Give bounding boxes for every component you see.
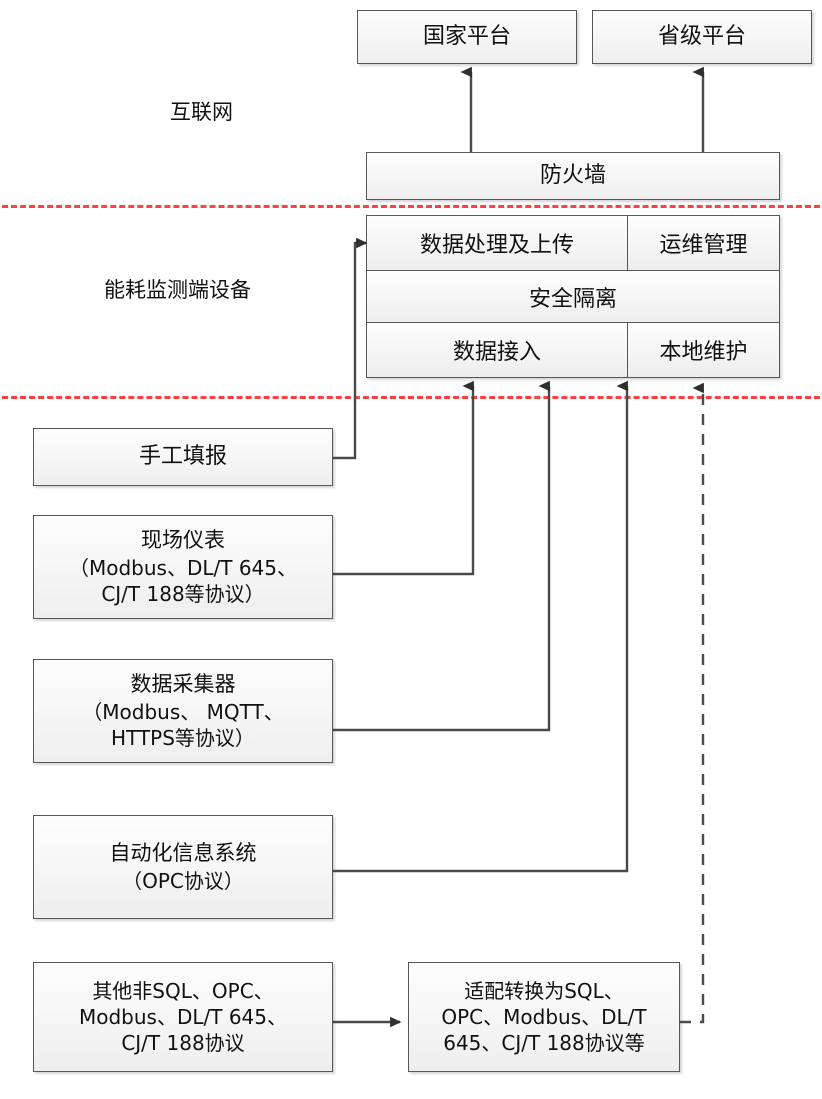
node-automation-system[interactable]: 自动化信息系统 （OPC协议） [33, 815, 333, 919]
node-other-protocols[interactable]: 其他非SQL、OPC、 Modbus、DL/T 645、 CJ/T 188协议 [33, 962, 333, 1072]
node-national-platform[interactable]: 国家平台 [357, 10, 577, 64]
node-provincial-platform-label: 省级平台 [657, 23, 746, 49]
node-security-isolation[interactable]: 安全隔离 [366, 270, 780, 323]
node-field-meter[interactable]: 现场仪表 （Modbus、DL/T 645、 CJ/T 188等协议） [33, 515, 333, 619]
zone-separator-internet [2, 205, 820, 208]
node-manual-entry-line-0: 手工填报 [138, 443, 227, 469]
wire-field-meter-to-access [333, 380, 475, 576]
node-data-collector-line-2: HTTPS等协议） [111, 725, 255, 750]
node-field-meter-line-0: 现场仪表 [141, 528, 225, 553]
zone-label-edge-device: 能耗监测端设备 [104, 278, 251, 302]
wire-adapter-to-local-maintenance [680, 382, 705, 1024]
wire-data-collector-to-access [333, 380, 551, 732]
node-protocol-adapter[interactable]: 适配转换为SQL、 OPC、Modbus、DL/T 645、CJ/T 188协议… [408, 962, 680, 1072]
node-data-access-label: 数据接入 [452, 340, 541, 365]
node-protocol-adapter-line-1: OPC、Modbus、DL/T [441, 1005, 647, 1029]
node-data-process-upload-label: 数据处理及上传 [419, 233, 574, 258]
node-ops-management-label: 运维管理 [659, 233, 748, 258]
node-data-access[interactable]: 数据接入 [366, 322, 628, 378]
node-field-meter-line-2: CJ/T 188等协议） [101, 581, 265, 606]
node-field-meter-line-1: （Modbus、DL/T 645、 [68, 555, 297, 580]
node-firewall-label: 防火墙 [539, 162, 606, 188]
node-other-protocols-line-0: 其他非SQL、OPC、 [92, 979, 274, 1003]
zone-label-internet: 互联网 [170, 100, 233, 124]
node-national-platform-label: 国家平台 [422, 23, 511, 49]
node-protocol-adapter-line-2: 645、CJ/T 188协议等 [443, 1031, 645, 1055]
node-other-protocols-line-2: CJ/T 188协议 [121, 1031, 245, 1055]
node-security-isolation-label: 安全隔离 [528, 286, 617, 312]
node-ops-management[interactable]: 运维管理 [627, 215, 780, 271]
node-manual-entry[interactable]: 手工填报 [33, 428, 333, 486]
node-data-collector-line-0: 数据采集器 [130, 672, 236, 697]
node-data-collector-line-1: （Modbus、 MQTT、 [82, 699, 284, 724]
node-firewall[interactable]: 防火墙 [366, 152, 780, 200]
node-automation-system-line-1: （OPC协议） [122, 868, 244, 893]
node-data-collector[interactable]: 数据采集器 （Modbus、 MQTT、 HTTPS等协议） [33, 659, 333, 763]
device-stack-group: 数据处理及上传 运维管理 安全隔离 数据接入 本地维护 [366, 215, 780, 378]
wire-automation-to-access [333, 380, 629, 873]
node-protocol-adapter-line-0: 适配转换为SQL、 [464, 979, 624, 1003]
node-automation-system-line-0: 自动化信息系统 [109, 841, 257, 866]
node-data-process-upload[interactable]: 数据处理及上传 [366, 215, 628, 271]
node-local-maintenance[interactable]: 本地维护 [627, 322, 780, 378]
zone-separator-device [2, 396, 820, 399]
node-other-protocols-line-1: Modbus、DL/T 645、 [78, 1005, 287, 1029]
wire-manual-entry-to-process [333, 237, 368, 460]
node-provincial-platform[interactable]: 省级平台 [592, 10, 812, 64]
node-local-maintenance-label: 本地维护 [659, 340, 748, 365]
